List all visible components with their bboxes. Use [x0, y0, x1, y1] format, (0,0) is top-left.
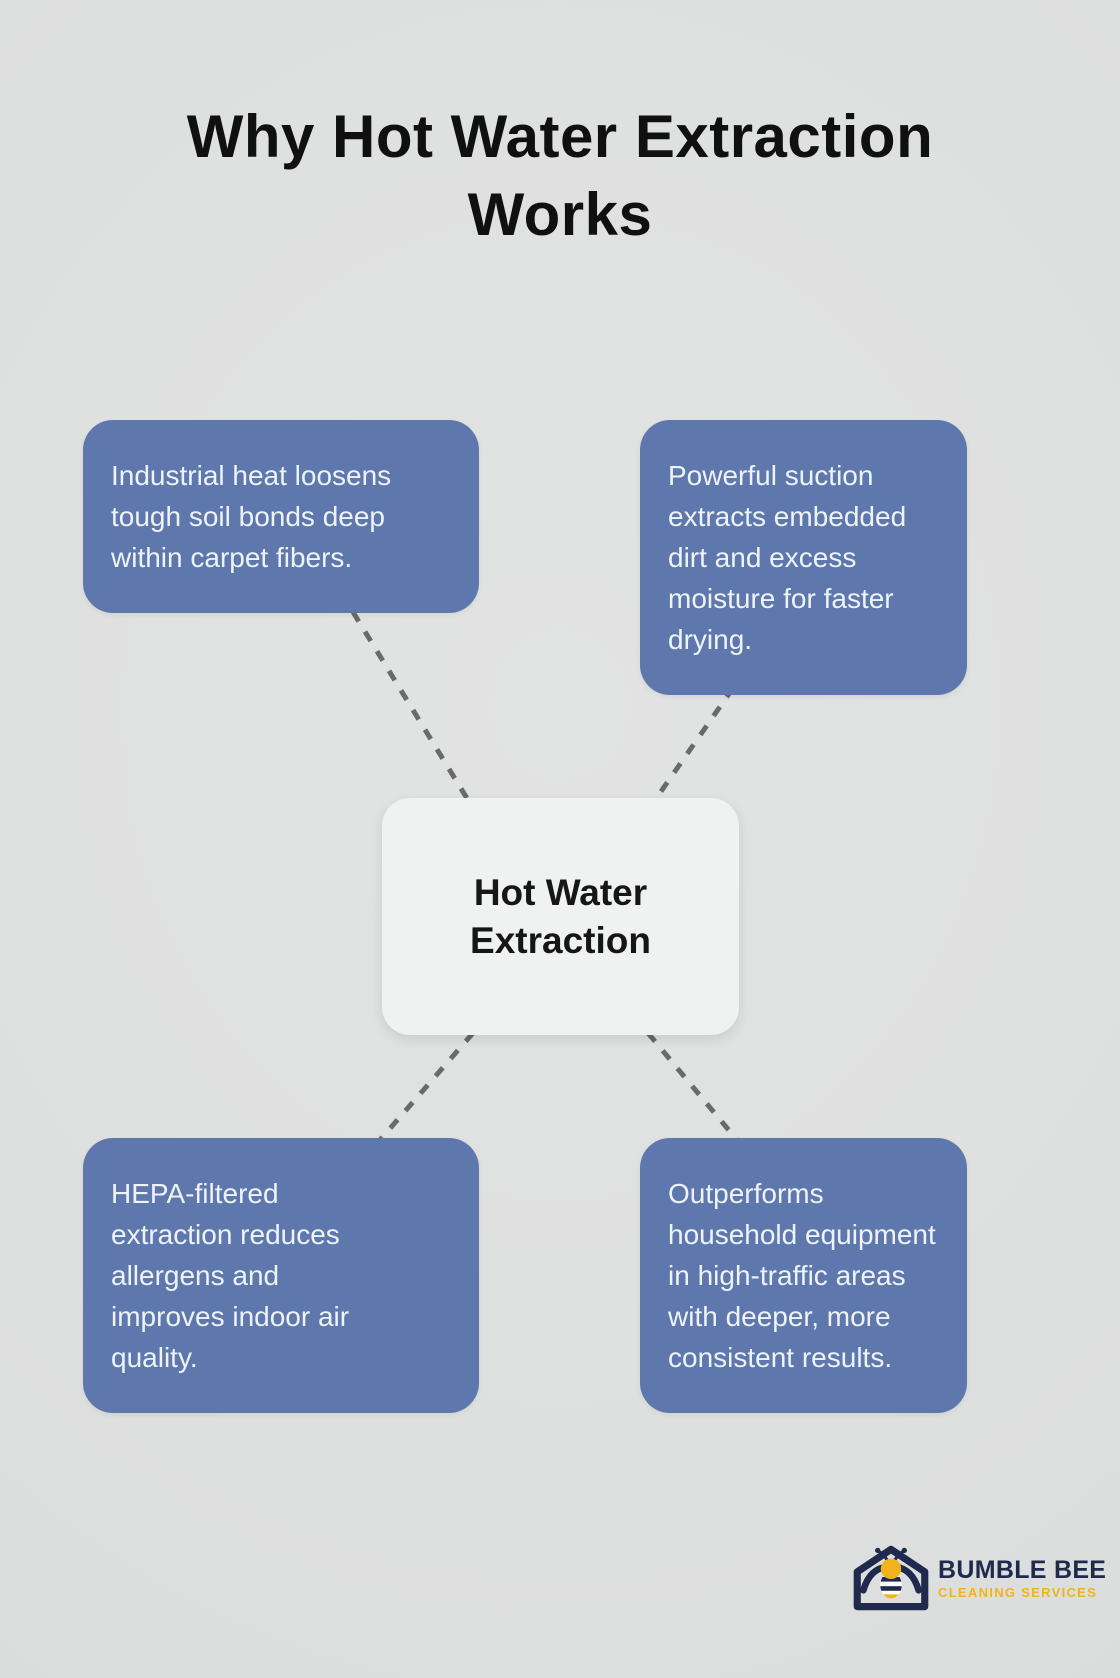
center-node-label: Hot Water Extraction: [470, 871, 651, 961]
bee-house-icon: [853, 1545, 929, 1611]
center-node: Hot Water Extraction: [382, 798, 739, 1035]
connector-bottom-right: [646, 1031, 739, 1142]
brand-logo: BUMBLE BEE CLEANING SERVICES: [846, 1542, 1106, 1614]
benefit-card-hepa-text: HEPA-filtered extraction reduces allerge…: [111, 1178, 350, 1373]
brand-tagline: CLEANING SERVICES: [938, 1584, 1098, 1600]
connector-top-right: [652, 686, 736, 802]
benefit-card-heat: Industrial heat loosens tough soil bonds…: [83, 420, 479, 613]
benefit-card-heat-text: Industrial heat loosens tough soil bonds…: [111, 460, 392, 573]
benefit-card-hepa: HEPA-filtered extraction reduces allerge…: [83, 1138, 479, 1413]
connector-top-left: [350, 610, 471, 802]
brand-logo-text: BUMBLE BEE CLEANING SERVICES: [938, 1557, 1106, 1600]
benefit-card-suction: Powerful suction extracts embedded dirt …: [640, 420, 967, 695]
connector-bottom-left: [378, 1031, 475, 1142]
benefit-card-performance-text: Outperforms household equipment in high-…: [668, 1178, 936, 1373]
benefit-card-performance: Outperforms household equipment in high-…: [640, 1138, 967, 1413]
benefit-card-suction-text: Powerful suction extracts embedded dirt …: [668, 460, 907, 655]
page-title: Why Hot Water Extraction Works: [186, 103, 934, 248]
brand-name: BUMBLE BEE: [938, 1555, 1107, 1584]
